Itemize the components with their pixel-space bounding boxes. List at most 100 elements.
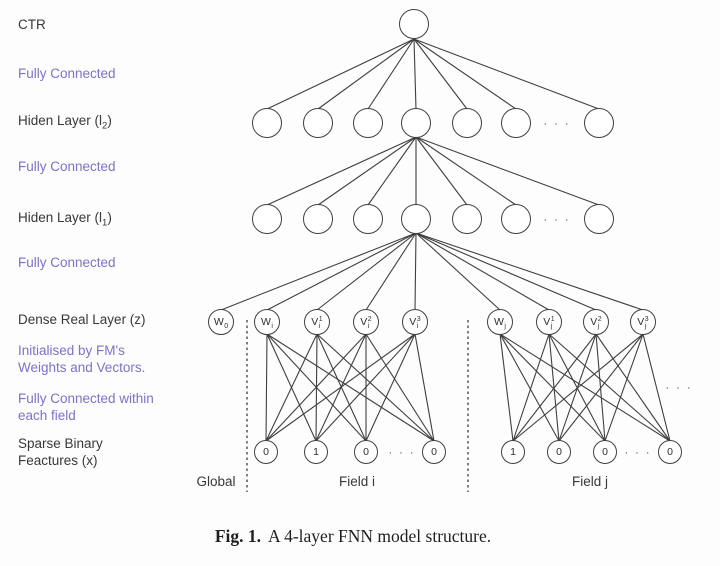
connection-line bbox=[316, 232, 417, 311]
sparse-i-ellipsis: · · · bbox=[388, 447, 416, 459]
sparse-node: 0 bbox=[593, 440, 617, 464]
label-sup: 3 bbox=[416, 315, 421, 323]
label-base: V bbox=[360, 316, 368, 328]
connection-line bbox=[499, 333, 671, 442]
sparse-node: 0 bbox=[547, 440, 571, 464]
connection-line bbox=[265, 333, 318, 442]
label-sub: j bbox=[597, 322, 600, 330]
label-base: V bbox=[590, 316, 598, 328]
connection-line bbox=[413, 38, 600, 110]
connection-line bbox=[220, 232, 417, 311]
connection-line bbox=[415, 136, 600, 206]
sparse-j-ellipsis: · · · bbox=[624, 447, 652, 459]
sparse-value: 0 bbox=[431, 446, 437, 458]
connection-line bbox=[265, 333, 367, 442]
connection-line bbox=[548, 333, 671, 442]
label-sub: 0 bbox=[224, 322, 229, 330]
label-text: Sparse Binary bbox=[18, 436, 103, 451]
connection-line bbox=[266, 38, 415, 110]
hidden1-node bbox=[401, 204, 431, 234]
label-hidden-layer-2: Hiden Layer (l2) bbox=[18, 113, 112, 135]
group-label-global: Global bbox=[196, 474, 236, 489]
label-sup: 1 bbox=[550, 315, 555, 323]
label-sup: 2 bbox=[597, 315, 602, 323]
label-sub: i bbox=[367, 322, 370, 330]
connection-line bbox=[266, 232, 417, 311]
connection-line bbox=[414, 232, 417, 311]
connection-line bbox=[499, 333, 514, 442]
label-hidden-layer-1: Hiden Layer (l1) bbox=[18, 210, 112, 232]
connection-line bbox=[266, 136, 417, 206]
hidden1-ellipsis: · · · bbox=[543, 214, 571, 226]
connection-line bbox=[415, 232, 501, 311]
hidden2-node bbox=[353, 108, 383, 138]
connection-line bbox=[512, 333, 644, 442]
label-base: V bbox=[637, 316, 645, 328]
label-text: Weights and Vectors. bbox=[18, 359, 146, 375]
label-text: ) bbox=[107, 210, 112, 225]
label-base: W bbox=[494, 316, 504, 328]
more-fields-ellipsis: · · · bbox=[665, 382, 693, 394]
sparse-value: 1 bbox=[510, 446, 516, 458]
sparse-node: 0 bbox=[354, 440, 378, 464]
sparse-value: 0 bbox=[667, 446, 673, 458]
label-sub: j bbox=[644, 322, 647, 330]
sparse-node: 0 bbox=[658, 440, 682, 464]
label-base: W bbox=[261, 316, 271, 328]
connection-line bbox=[499, 333, 606, 442]
label-text: ) bbox=[107, 113, 112, 128]
connection-line bbox=[499, 333, 560, 442]
hidden1-node bbox=[353, 204, 383, 234]
label-text: Hiden Layer (l bbox=[18, 113, 103, 128]
label-base: V bbox=[311, 316, 319, 328]
sparse-node: 0 bbox=[422, 440, 446, 464]
label-sub: i bbox=[271, 322, 273, 330]
group-label-field-i: Field i bbox=[338, 474, 376, 489]
hidden2-node bbox=[303, 108, 333, 138]
connection-line bbox=[365, 333, 416, 442]
connection-line bbox=[558, 333, 644, 442]
connection-line bbox=[413, 38, 468, 110]
figure-caption: Fig. 1.A 4-layer FNN model structure. bbox=[215, 526, 491, 547]
label-text: Fully Connected within bbox=[18, 391, 154, 406]
label-sub: i bbox=[318, 322, 321, 330]
hidden2-node bbox=[401, 108, 431, 138]
label-text: Feactures (x) bbox=[18, 452, 98, 468]
connection-line bbox=[365, 333, 435, 442]
label-subscript: 1 bbox=[102, 217, 108, 229]
connection-line bbox=[415, 136, 517, 206]
label-sub: j bbox=[504, 322, 506, 330]
hidden2-node bbox=[501, 108, 531, 138]
label-text: Hiden Layer (l bbox=[18, 210, 103, 225]
hidden2-node bbox=[452, 108, 482, 138]
label-fully-connected-bottom: Fully Connected bbox=[18, 255, 116, 270]
connection-line bbox=[642, 333, 671, 442]
sparse-value: 0 bbox=[556, 446, 562, 458]
hidden1-node bbox=[303, 204, 333, 234]
label-fully-connected-top: Fully Connected bbox=[18, 66, 116, 81]
connection-line bbox=[265, 333, 416, 442]
connection-line bbox=[604, 333, 644, 442]
label-base: W bbox=[213, 316, 224, 328]
label-base: V bbox=[543, 316, 551, 328]
connection-line bbox=[415, 232, 550, 311]
connection-line bbox=[367, 38, 415, 110]
connection-line bbox=[315, 333, 416, 442]
sparse-node: 1 bbox=[304, 440, 328, 464]
label-sub: j bbox=[550, 322, 553, 330]
